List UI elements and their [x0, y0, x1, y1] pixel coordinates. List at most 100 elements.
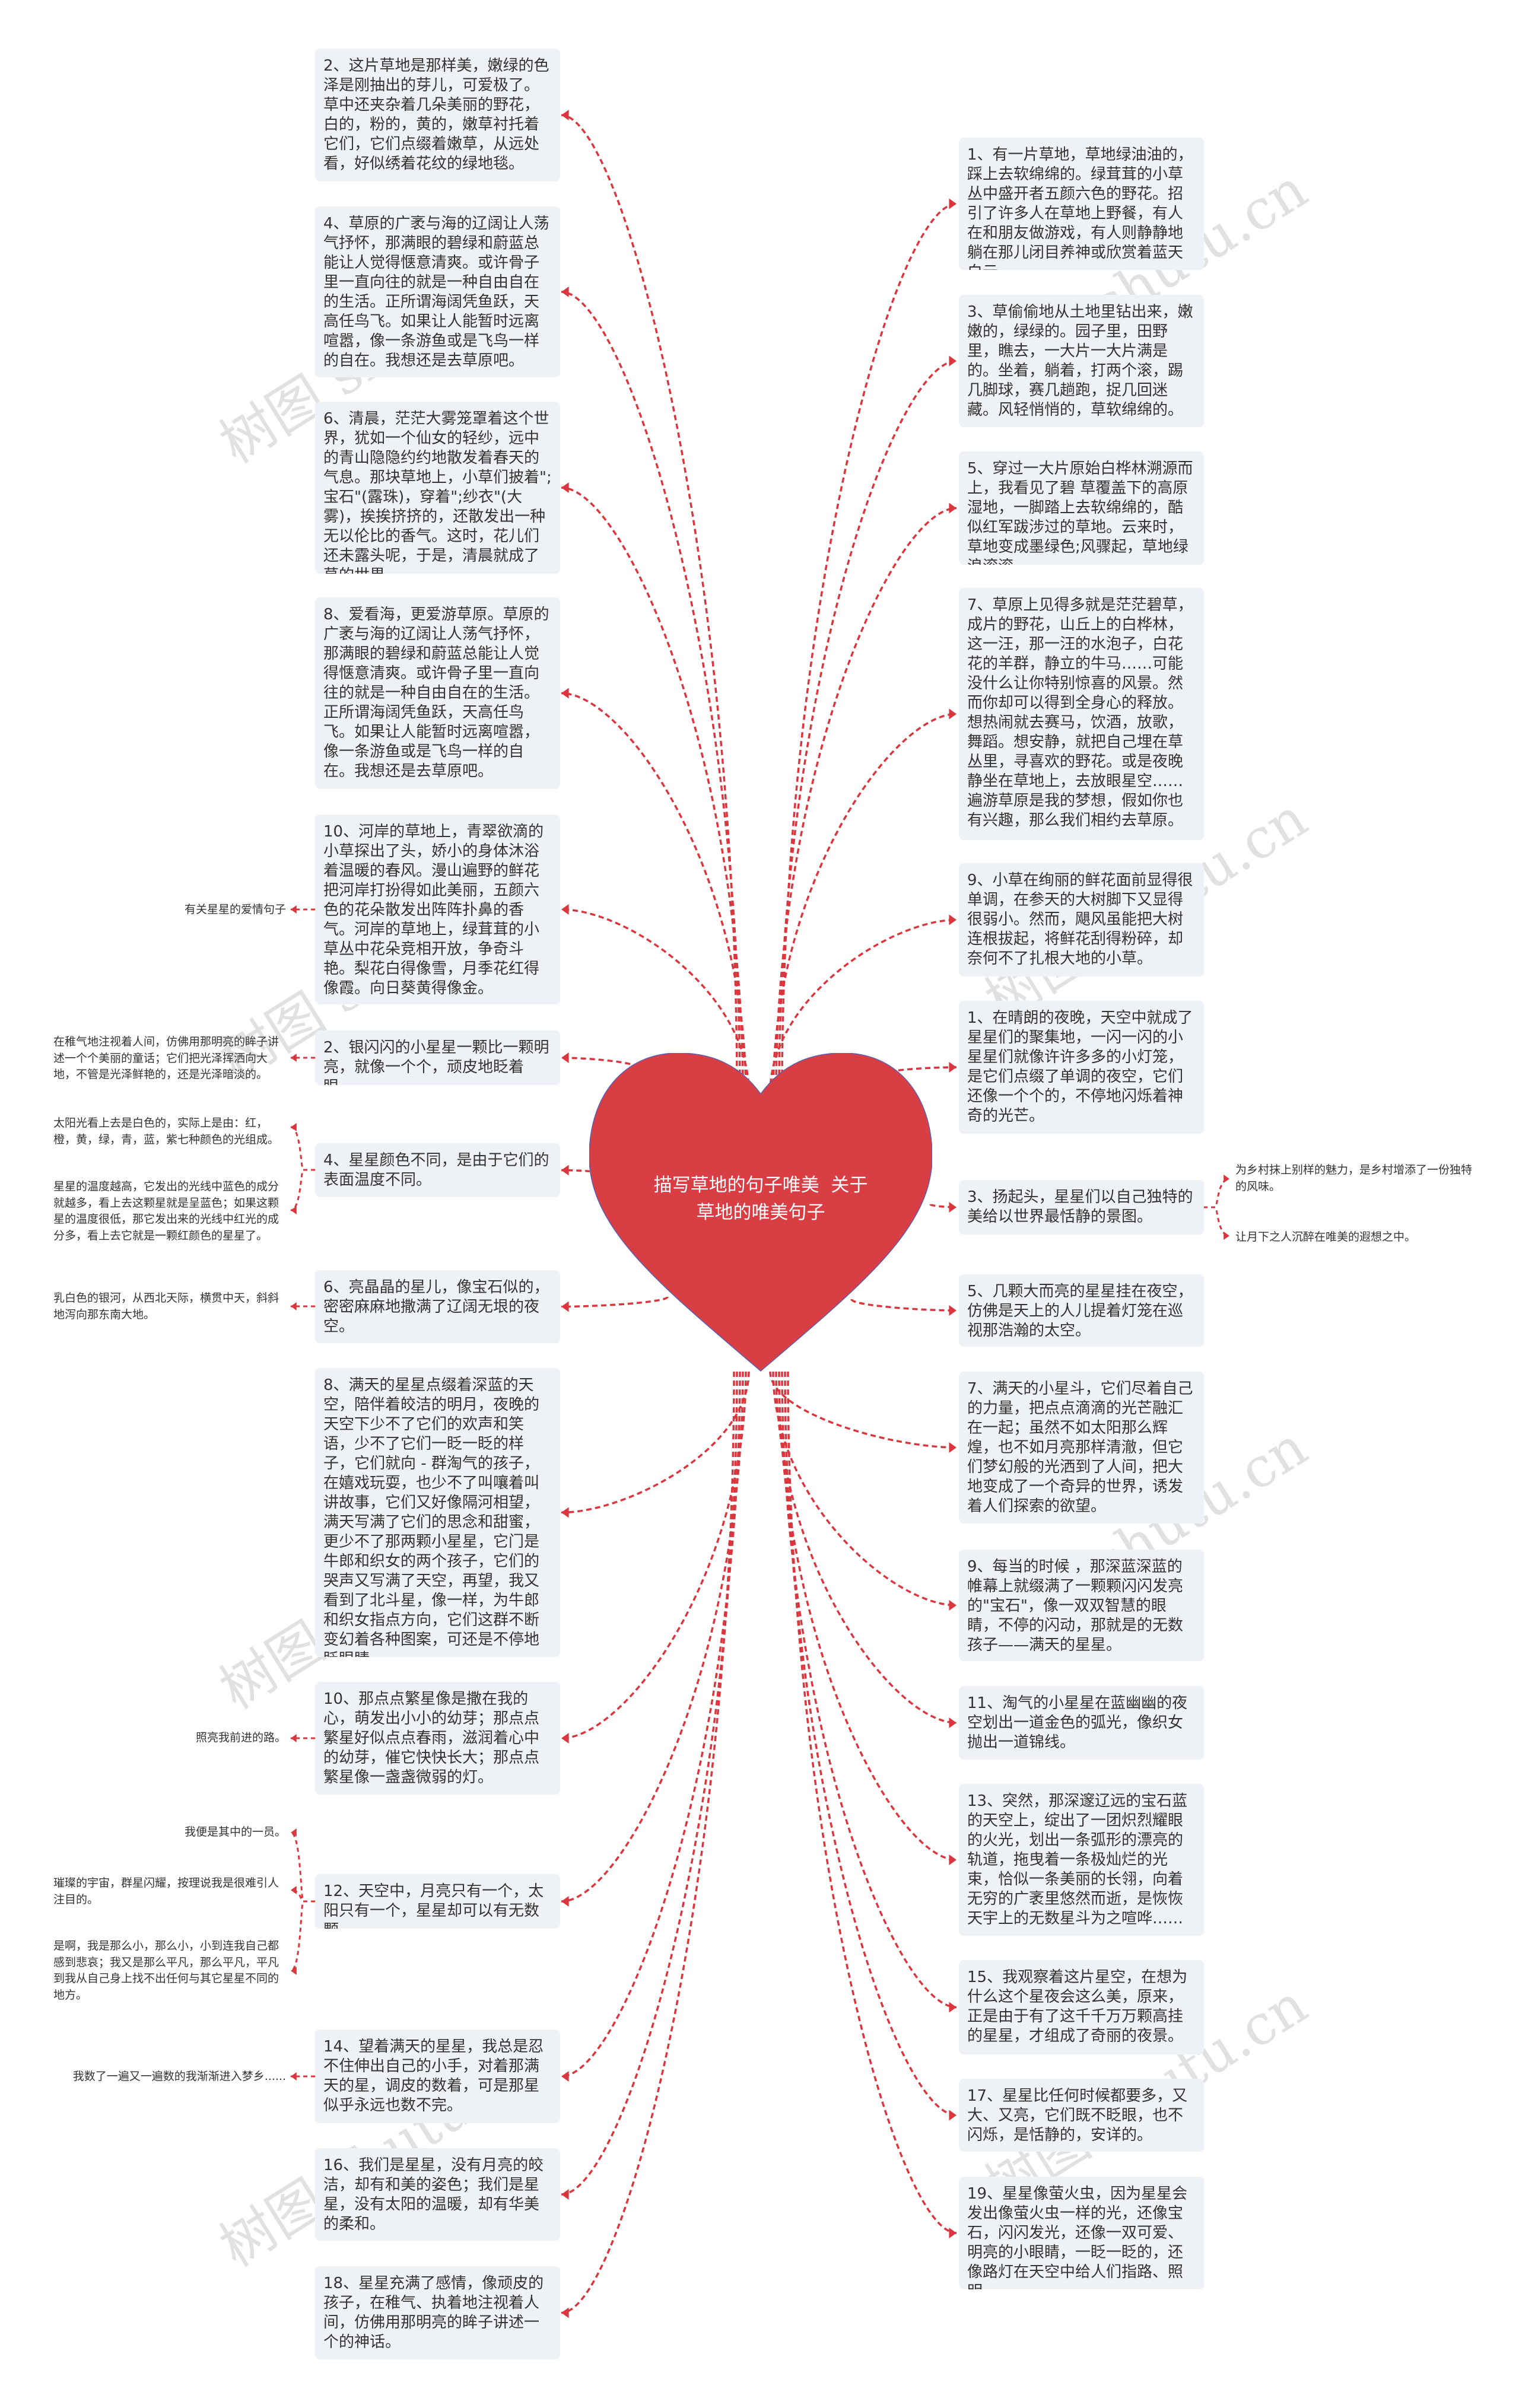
right-node-6: 1、在晴朗的夜晚，天空中就成了星星们的聚集地，一闪一闪的小星星们就像许许多多的小…	[959, 1001, 1204, 1134]
connector-left-14	[561, 1371, 735, 2314]
arrow-right-11-icon	[949, 1717, 956, 1728]
note-left-11a: 我便是其中的一员。	[184, 1825, 286, 1838]
central-topic-line1: 描写草地的句子唯美 关于	[653, 1175, 868, 1196]
right-node-11: 11、淘气的小星星在蓝幽幽的夜空划出一道金色的弧光，像织女抛出一道锦线。	[959, 1686, 1204, 1760]
arrow-left-6-icon	[561, 1052, 569, 1063]
right-node-12: 13、突然，那深邃辽远的宝石蓝的天空上，绽出了一团炽烈耀眼的火光，划出一条弧形的…	[959, 1784, 1204, 1936]
connector-right-12	[778, 1371, 957, 1861]
arrow-left-3-icon	[561, 482, 569, 493]
right-node-3: 5、穿过一大片原始白桦林溯源而上，我看见了碧 草覆盖下的高原湿地，一脚踏上去软绵…	[959, 451, 1204, 565]
note-connector-left-11-arrow-0-icon	[291, 1828, 297, 1837]
note-connector-left-10-arrow-0-icon	[291, 1734, 297, 1742]
connector-right-11	[775, 1371, 957, 1724]
right-node-4: 7、草原上见得多就是茫茫碧草，成片的野花，山丘上的白桦林，这一汪，那一汪的水泡子…	[959, 588, 1204, 840]
note-connector-right-7-0	[1203, 1178, 1230, 1208]
left-node-5: 10、河岸的草地上，青翠欲滴的小草探出了头，娇小的身体沐浴着温暖的春风。漫山遍野…	[315, 815, 560, 1004]
connector-left-8	[561, 1296, 669, 1308]
arrow-right-15-icon	[949, 2228, 956, 2238]
connector-right-2	[778, 360, 957, 1093]
note-connector-left-11-arrow-2-icon	[291, 1967, 297, 1975]
arrow-right-10-icon	[949, 1600, 956, 1611]
arrow-left-9-icon	[561, 1507, 569, 1518]
arrow-left-8-icon	[561, 1301, 569, 1312]
connector-left-1	[561, 114, 738, 1093]
arrow-right-12-icon	[949, 1854, 956, 1865]
arrow-left-11-icon	[561, 1896, 569, 1907]
connector-right-3	[775, 507, 957, 1093]
arrow-right-9-icon	[949, 1442, 956, 1453]
note-left-8: 乳白色的银河，从西北天际，横贯中天，斜斜地泻向那东南大地。	[53, 1292, 279, 1321]
central-topic-line2: 草地的唯美句子	[696, 1202, 825, 1223]
right-node-15: 19、星星像萤火虫，因为星星会发出像萤火虫一样的光，还像宝石，闪闪发光，还像一双…	[959, 2177, 1204, 2289]
note-connector-right-7-1	[1203, 1206, 1230, 1237]
note-connector-right-7-arrow-0-icon	[1224, 1175, 1229, 1183]
left-node-6: 2、银闪闪的小星星一颗比一颗明亮，就像一个个，顽皮地眨着眼。	[315, 1030, 560, 1085]
note-connector-left-11-2	[290, 1900, 315, 1972]
right-node-14: 17、星星比任何时候都要多，又大、又亮，它们既不眨眼，也不闪烁，是恬静的，安详的…	[959, 2079, 1204, 2152]
note-connector-left-5-arrow-0-icon	[291, 905, 297, 914]
connector-right-4	[772, 712, 957, 1093]
right-node-10: 9、每当的时候 ，那深蓝深蓝的帷幕上就缀满了一颗颗闪闪发亮的"宝石"，像一双双智…	[959, 1550, 1204, 1661]
right-node-1: 1、有一片草地，草地绿油油的，踩上去软绵绵的。绿茸茸的小草丛中盛开者五颜六色的野…	[959, 138, 1204, 270]
note-left-6: 在稚气地注视着人间，仿佛用那明亮的眸子讲述一个个美丽的童话；它们把光泽挥洒向大地…	[53, 1035, 279, 1081]
right-node-13: 15、我观察着这片星空，在想为什么这个星夜会这么美，原来，正是由于有了这千千万万…	[959, 1960, 1204, 2054]
note-connector-left-12-arrow-0-icon	[291, 2072, 297, 2081]
note-left-7b: 星星的温度越高，它发出的光线中蓝色的成分就越多，看上去这颗星就是呈蓝色；如果这颗…	[53, 1180, 279, 1242]
connector-left-2	[561, 291, 741, 1093]
note-left-12: 我数了一遍又一遍数的我渐渐进入梦乡......	[72, 2070, 286, 2083]
note-connector-left-7-0	[290, 1126, 315, 1171]
left-node-12: 14、望着满天的星星，我总是忍不住伸出自己的小手，对着那满天的星，调皮的数着，可…	[315, 2030, 560, 2123]
note-connector-left-7-arrow-1-icon	[291, 1206, 297, 1214]
arrow-right-6-icon	[949, 1062, 956, 1073]
left-node-4: 8、爱看海，更爱游草原。草原的广袤与海的辽阔让人荡气抒怀，那满眼的碧绿和蔚蓝总能…	[315, 597, 560, 789]
arrow-right-7-icon	[949, 1202, 956, 1213]
note-connector-left-7-1	[290, 1169, 315, 1211]
arrow-left-2-icon	[561, 287, 569, 297]
connector-right-5	[769, 918, 957, 1093]
connector-right-9	[769, 1371, 957, 1449]
connector-right-7	[929, 1203, 957, 1208]
arrow-right-5-icon	[949, 914, 956, 925]
arrow-left-1-icon	[561, 110, 569, 120]
note-connector-left-8-arrow-0-icon	[291, 1302, 297, 1310]
note-connector-left-11-0	[290, 1831, 315, 1903]
left-node-2: 4、草原的广袤与海的辽阔让人荡气抒怀，那满眼的碧绿和蔚蓝总能让人觉得惬意清爽。或…	[315, 206, 560, 377]
note-right-7a: 为乡村抹上别样的魅力，是乡村增添了一份独特的风味。	[1235, 1163, 1473, 1193]
arrow-right-13-icon	[949, 2002, 956, 2013]
note-left-11b: 璀璨的宇宙，群星闪耀，按理说我是很难引人注目的。	[53, 1876, 279, 1906]
connector-left-13	[561, 1371, 738, 2196]
left-node-8: 6、亮晶晶的星儿，像宝石似的，密密麻麻地撒满了辽阔无垠的夜空。	[315, 1270, 560, 1343]
note-right-7b: 让月下之人沉醉在唯美的遐想之中。	[1235, 1230, 1416, 1243]
connector-left-3	[561, 486, 744, 1093]
right-node-5: 9、小草在绚丽的鲜花面前显得很单调，在参天的大树脚下又显得很弱小。然而，飓风虽能…	[959, 863, 1204, 976]
arrow-left-5-icon	[561, 904, 569, 915]
arrow-right-8-icon	[949, 1305, 956, 1316]
left-node-1: 2、这片草地是那样美，嫩绿的色泽是刚抽出的芽儿，可爱极了。草中还夹杂着几朵美丽的…	[315, 49, 560, 182]
left-node-9: 8、满天的星星点缀着深蓝的天空，陪伴着皎洁的明月，夜晚的天空下少不了它们的欢声和…	[315, 1368, 560, 1657]
arrow-left-7-icon	[561, 1165, 569, 1176]
left-node-10: 10、那点点繁星像是撒在我的心，萌发出小小的幼芽；那点点繁星好似点点春雨，滋润着…	[315, 1682, 560, 1795]
heart-icon	[589, 1053, 932, 1372]
connector-left-4	[561, 692, 747, 1093]
note-left-11c: 是啊，我是那么小，那么小，小到连我自己都感到悲哀；我又是那么平凡，那么平凡，平凡…	[53, 1939, 279, 2002]
connector-left-12	[561, 1371, 741, 2078]
arrow-right-1-icon	[949, 198, 956, 209]
arrow-right-14-icon	[949, 2110, 956, 2121]
left-node-7: 4、星星颜色不同，是由于它们的表面温度不同。	[315, 1143, 560, 1197]
right-node-9: 7、满天的小星斗，它们尽着自己的力量，把点点滴滴的光芒融汇在一起；虽然不如太阳那…	[959, 1372, 1204, 1523]
arrow-left-13-icon	[561, 2189, 569, 2200]
note-connector-left-11-arrow-1-icon	[291, 1886, 297, 1894]
connector-right-13	[781, 1371, 957, 2009]
arrow-left-12-icon	[561, 2071, 569, 2082]
arrow-right-4-icon	[949, 708, 956, 720]
connector-left-9	[561, 1371, 750, 1514]
connector-left-11	[561, 1371, 744, 1903]
central-topic-title: 描写草地的句子唯美 关于 草地的唯美句子	[617, 1172, 904, 1226]
note-connector-left-7-arrow-0-icon	[291, 1123, 297, 1131]
connector-right-15	[787, 1371, 957, 2234]
arrow-left-14-icon	[561, 2307, 569, 2318]
connector-right-10	[772, 1371, 957, 1607]
left-node-13: 16、我们是星星，没有月亮的皎洁，却有和美的姿色；我们是星星，没有太阳的温暖，却…	[315, 2148, 560, 2241]
right-node-7: 3、扬起头，星星们以自己独特的美给以世界最恬静的景图。	[959, 1180, 1204, 1235]
note-left-5: 有关星星的爱情句子	[184, 903, 286, 916]
